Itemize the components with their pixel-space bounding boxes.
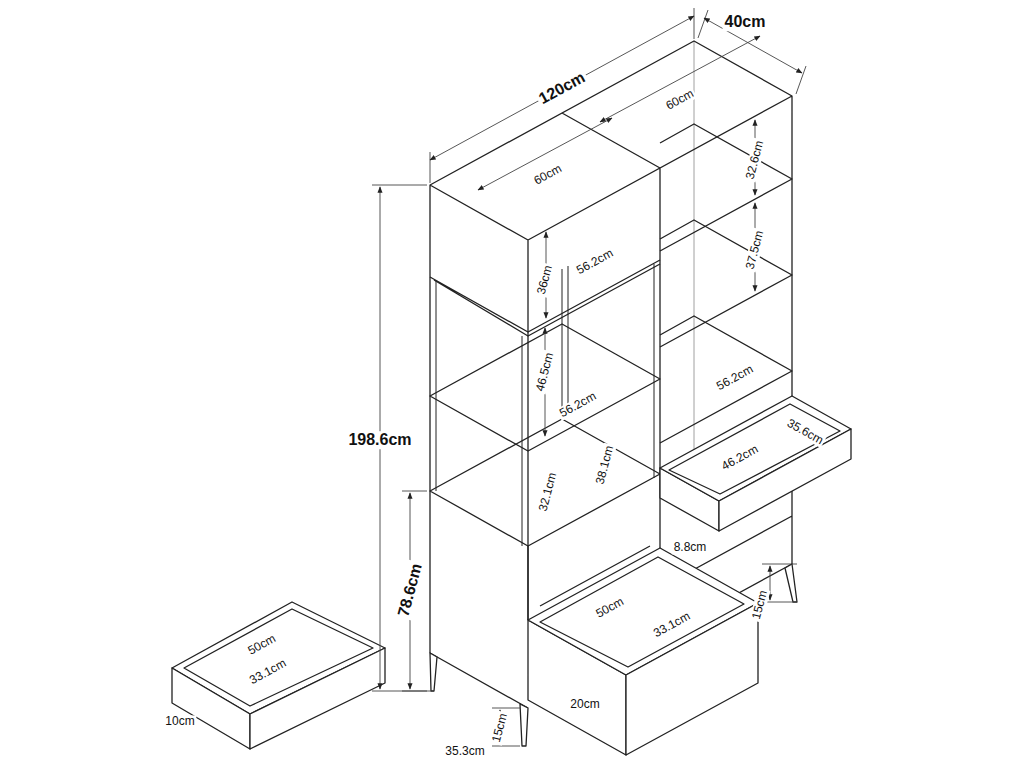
drawer-front xyxy=(719,429,851,531)
dimension-label: 37.5cm xyxy=(743,227,767,272)
drawer-front xyxy=(626,603,758,755)
dimension-label: 120cm xyxy=(534,67,590,108)
loose-drawer-front xyxy=(172,668,250,749)
dimension-label: 36cm xyxy=(534,262,555,298)
right-shelf xyxy=(660,124,792,251)
dimension-line xyxy=(478,118,612,190)
dimension-line xyxy=(600,36,760,122)
dimension-label: 8.8cm xyxy=(672,541,709,554)
leg xyxy=(785,564,797,602)
dimension-label: 40cm xyxy=(723,13,768,31)
back-panel-edge xyxy=(694,41,695,500)
dimension-label: 35.3cm xyxy=(443,745,486,758)
dimension-label: 35.6cm xyxy=(783,416,827,449)
dimension-label: 60cm xyxy=(662,86,698,114)
dimension-label: 46.5cm xyxy=(533,349,557,394)
open-frame xyxy=(436,264,654,546)
dimension-label: 33.1cm xyxy=(246,656,290,688)
right-shelf xyxy=(660,220,792,347)
dimension-label: 38.1cm xyxy=(593,442,617,487)
cabinet-outline xyxy=(430,41,792,708)
dimension-label: 198.6cm xyxy=(346,431,413,449)
dimension-label: 78.6cm xyxy=(394,560,426,621)
dimension-label: 56.2cm xyxy=(573,246,617,278)
dimension-label: 50cm xyxy=(592,594,628,622)
leg xyxy=(520,704,528,746)
dimension-label: 60cm xyxy=(530,161,566,189)
dimension-label: 56.2cm xyxy=(713,362,757,394)
dimension-label: 50cm xyxy=(244,631,280,659)
dimension-label: 15cm xyxy=(489,710,510,746)
dimension-label: 32.6cm xyxy=(743,137,767,182)
lower-cabinet-top xyxy=(430,419,660,546)
extension-line xyxy=(372,8,806,746)
dimension-label: 10cm xyxy=(163,715,196,728)
top-box xyxy=(430,260,660,336)
dimension-label: 32.1cm xyxy=(536,469,560,514)
dimension-label: 20cm xyxy=(568,698,601,711)
dimension-label: 33.1cm xyxy=(650,609,694,641)
leg xyxy=(430,653,437,691)
dimension-line xyxy=(430,16,694,160)
dimension-line xyxy=(770,566,771,600)
dimension-label: 46.2cm xyxy=(718,442,762,474)
middle-shelf xyxy=(430,324,660,451)
dimension-label: 56.2cm xyxy=(556,389,600,421)
dimension-label: 15cm xyxy=(749,587,770,623)
